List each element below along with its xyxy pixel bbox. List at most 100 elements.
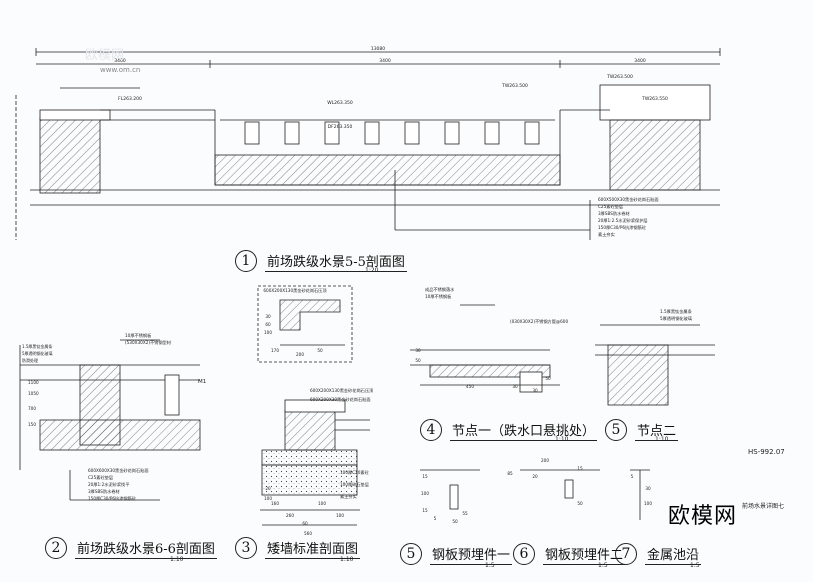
section1-dim: TW263.500 <box>501 83 528 89</box>
node1-top-note: 成品不锈钢落水 <box>425 286 455 293</box>
section3-top-note: 600X200X130黑金砂花岗石压顶 <box>310 387 374 394</box>
view-scale-1: 1:20 <box>365 267 379 274</box>
plate1-dim: 100 <box>421 491 429 496</box>
section3-dim: 50 <box>317 348 323 353</box>
view-title-4: 节点一（跌水口悬挑处） <box>450 420 598 441</box>
node1-dim: 30 <box>415 348 421 353</box>
node1-dim: 30 <box>512 384 518 389</box>
section3-layer: 100厚C20素砼 <box>340 469 370 476</box>
view-scale-4: 1:10 <box>555 436 569 443</box>
plate2-dim: 200 <box>541 458 549 463</box>
view-num-7: 6 <box>513 543 535 565</box>
view-title-7: 钢板预埋件二 <box>543 544 626 565</box>
title-view-1: 1 前场跌级水景5-5剖面图 <box>235 250 407 272</box>
plate1-dim: 55 <box>462 511 468 516</box>
section3-dim: 100 <box>318 501 326 506</box>
view-num-5: 5 <box>605 419 627 441</box>
section1-dim: TW263.500 <box>606 74 633 80</box>
section1-dim: 3400 <box>114 58 126 64</box>
section2-top-note: 10厚不锈钢板 <box>125 332 152 339</box>
view-num-3: 3 <box>235 537 257 559</box>
node2-note: 1.5厚黑钛金属条 <box>660 308 693 315</box>
plate1-dim: 5 <box>434 516 437 521</box>
section3-dim: 600X200X130黑金砂花岗石压顶 <box>263 287 327 294</box>
node1-dim: 50 <box>545 376 551 381</box>
section2-top-note: (530X30X2)不锈钢型材 <box>125 339 171 346</box>
node1-note: (030X30X2)不锈钢方管@600 <box>510 318 568 325</box>
section2-left-note: 防滑处理 <box>22 357 38 363</box>
section3-dim: 170 <box>271 348 279 353</box>
section2-dim: 700 <box>28 406 36 411</box>
view-num-1: 1 <box>235 250 257 272</box>
section1-dim: 3400 <box>634 58 646 64</box>
title-view-8: 7 金属池沿 <box>615 543 702 565</box>
view-title-2: 前场跌级水景6-6剖面图 <box>75 538 217 559</box>
title-view-7: 6 钢板预埋件二 <box>513 543 626 565</box>
section1-layer: 600X500X30黑金砂花岗石贴面 <box>598 196 659 203</box>
section1-dim: 13080 <box>371 46 385 52</box>
view-scale-8: 1:5 <box>690 562 700 569</box>
view-scale-2: 1:10 <box>170 556 184 563</box>
plate3-dim: 30 <box>645 486 651 491</box>
plate3-dim: 100 <box>644 501 652 506</box>
section3-dim: 260 <box>286 513 294 518</box>
section2-left-note: 1.5厚黑钛金属条 <box>22 343 52 349</box>
section1-dim: TW263.550 <box>641 96 668 102</box>
plate2-dim: 50 <box>577 501 583 506</box>
section3-dim: 160 <box>271 501 279 506</box>
watermark-brand: 欧模网 <box>668 504 738 529</box>
view-num-4: 4 <box>420 419 442 441</box>
section3-layer: 素土夯实 <box>340 493 357 500</box>
view-title-5: 节点二 <box>635 420 679 441</box>
title-view-3: 3 矮墙标准剖面图 <box>235 537 361 559</box>
section1-dim: 3400 <box>379 58 391 64</box>
section1-layer: 150厚C30/P6抗渗钢筋砼 <box>598 224 647 231</box>
section3-dim: 60 <box>265 322 271 327</box>
node2 <box>595 324 715 406</box>
section3-dim: 560 <box>304 531 312 536</box>
title-view-6: 5 钢板预埋件一 <box>400 543 513 565</box>
section2-left-note: 5厚透明钢化玻璃 <box>22 350 53 356</box>
section1-layer: C25素砼垫层 <box>598 203 623 210</box>
section2-dim: 1050 <box>28 391 39 396</box>
section3-dim: 100 <box>336 513 344 518</box>
section3-layer: 100厚碎石垫层 <box>340 481 369 488</box>
section2-layer: 150厚C30/P6抗渗钢筋砼 <box>88 495 137 502</box>
view-scale-7: 1:5 <box>598 562 608 569</box>
section2-layer: C25素砼垫层 <box>88 474 113 481</box>
view-num-8: 7 <box>615 543 637 565</box>
view-title-8: 金属池沿 <box>645 544 702 565</box>
node2-note: 5厚透明钢化玻璃 <box>660 315 692 322</box>
section2-dim: 150 <box>28 422 36 427</box>
section1-layer: 素土夯实 <box>598 231 615 238</box>
drawing-code: HS-992.07 <box>748 448 785 456</box>
section3-dim: 60 <box>302 521 308 526</box>
section2-dim: 1100 <box>28 380 39 385</box>
section3-dim: 100 <box>264 496 272 501</box>
section2-layer: 600X600X30黑金砂花岗石贴面 <box>88 467 149 474</box>
section3-top-note: 600X200X30黑金砂花岗石贴面 <box>310 396 371 403</box>
section1-layer: 3厚SBS防水卷材 <box>598 210 630 217</box>
section-6-6 <box>19 339 201 501</box>
view-title-3: 矮墙标准剖面图 <box>265 538 361 559</box>
plate2-dim: 85 <box>507 471 513 476</box>
title-view-5: 5 节点二 <box>605 419 679 441</box>
view-title-6: 钢板预埋件一 <box>430 544 513 565</box>
plate1-dim: 50 <box>452 519 458 524</box>
view-scale-5: 1:10 <box>655 436 669 443</box>
section1-dim: DF263.350 <box>328 124 353 130</box>
section2-layer: 3厚SBS防水卷材 <box>88 488 120 495</box>
view-scale-3: 1:10 <box>340 556 354 563</box>
section3-dim: 30 <box>265 314 271 319</box>
node1-top-note: 10厚不锈钢板 <box>425 293 452 300</box>
section3-dim: 100 <box>264 330 272 335</box>
section-5-5 <box>15 48 721 240</box>
section2-marker: M1 <box>198 379 206 385</box>
view-scale-6: 1:5 <box>485 562 495 569</box>
node1 <box>410 304 560 393</box>
section3-dim: 200 <box>296 352 304 357</box>
section1-dim: WL263.350 <box>327 100 353 106</box>
node1-dim: 450 <box>466 384 474 389</box>
title-view-2: 2 前场跌级水景6-6剖面图 <box>45 537 217 559</box>
